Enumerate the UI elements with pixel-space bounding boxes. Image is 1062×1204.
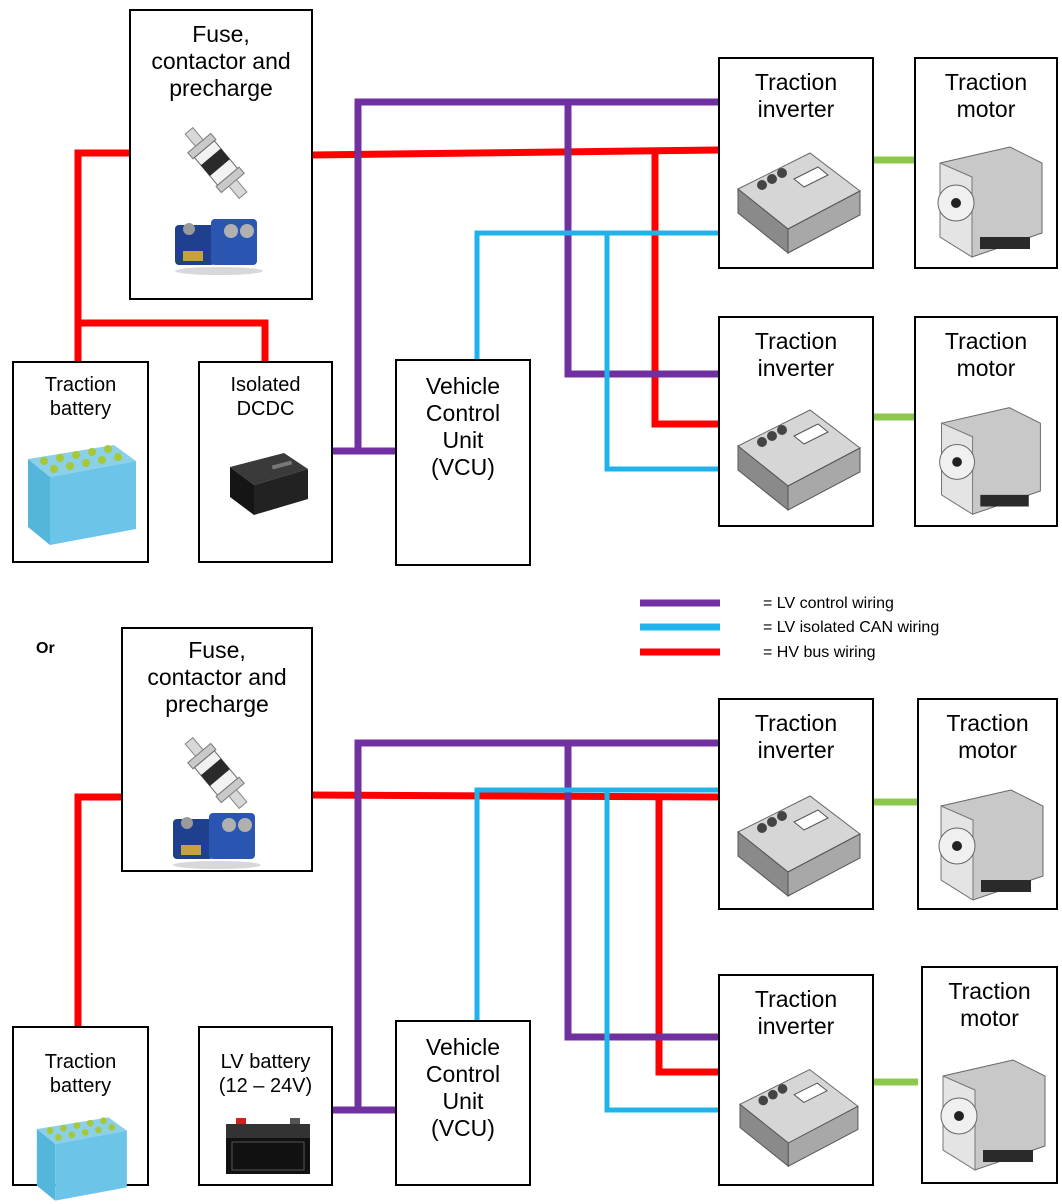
isolated-dcdc-box: Isolated DCDC	[198, 361, 333, 563]
traction-motor-box-2: Traction motor	[921, 966, 1058, 1184]
inverter-icon	[739, 1068, 859, 1168]
lv-control-wiring-1	[332, 98, 719, 455]
motor-icon	[940, 1059, 1046, 1171]
hv-wiring-1	[74, 146, 720, 428]
lv-control-wire	[564, 743, 719, 1041]
traction-motor-label: Traction motor	[944, 69, 1028, 122]
hv-wiring-2	[74, 791, 720, 1076]
traction-motor-box-1: Traction motor	[914, 57, 1058, 269]
can-wire	[474, 787, 719, 1021]
lv-control-wire	[354, 98, 719, 451]
isolated-dcdc-label: Isolated DCDC	[230, 374, 301, 420]
vcu-label: Vehicle Control Unit (VCU)	[425, 373, 501, 480]
hv-wire	[651, 152, 719, 428]
lv-control-wiring-2	[333, 739, 719, 1114]
can-wiring-1	[474, 230, 719, 472]
hv-wire	[74, 149, 130, 362]
motor-links-1	[873, 156, 915, 421]
lv-battery-box: LV battery (12 – 24V)	[198, 1026, 333, 1186]
motor-links-2	[873, 798, 918, 1086]
fuse-box-label: Fuse, contactor and precharge	[151, 21, 291, 101]
traction-inverter-box-2: Traction inverter	[718, 316, 874, 527]
motor-icon	[938, 789, 1044, 901]
inverter-icon	[737, 795, 861, 898]
contactor-icon	[175, 219, 263, 275]
inverter-icon	[737, 152, 861, 255]
fuse-contactor-precharge-box: Fuse, contactor and precharge	[121, 627, 313, 872]
can-wire	[604, 790, 719, 1113]
hv-wire	[655, 797, 719, 1076]
battery-icon	[28, 445, 136, 545]
can-wire	[604, 233, 719, 472]
traction-inverter-box-2: Traction inverter	[718, 974, 874, 1186]
traction-motor-label: Traction motor	[948, 978, 1031, 1031]
traction-inverter-box-1: Traction inverter	[718, 57, 874, 269]
vcu-box: Vehicle Control Unit (VCU)	[395, 1020, 531, 1186]
fuse-icon	[184, 736, 248, 810]
traction-battery-box: Traction battery	[12, 1026, 149, 1201]
traction-motor-label: Traction motor	[946, 710, 1029, 763]
traction-inverter-box-1: Traction inverter	[718, 698, 874, 910]
lv-control-wire	[564, 102, 719, 378]
traction-motor-label: Traction motor	[944, 328, 1028, 381]
fuse-contactor-precharge-box: Fuse, contactor and precharge	[129, 9, 313, 300]
vcu-label: Vehicle Control Unit (VCU)	[425, 1034, 501, 1141]
hv-wire	[78, 319, 269, 362]
lv-battery-label: LV battery (12 – 24V)	[218, 1051, 313, 1097]
wiring-layer	[74, 98, 918, 1114]
motor-icon	[939, 407, 1041, 516]
traction-battery-box: Traction battery	[12, 361, 149, 563]
traction-motor-box-2: Traction motor	[914, 316, 1058, 527]
inverter-icon	[737, 409, 861, 512]
traction-battery-label: Traction battery	[44, 1051, 117, 1097]
dcdc-icon	[230, 453, 308, 515]
motor-icon	[937, 146, 1043, 258]
legend-lv-control: = LV control wiring	[763, 595, 894, 612]
traction-motor-box-1: Traction motor	[917, 698, 1058, 910]
vcu-box: Vehicle Control Unit (VCU)	[395, 359, 531, 566]
separator-or: Or	[36, 640, 55, 657]
can-wiring-2	[474, 787, 719, 1113]
fuse-icon	[184, 126, 248, 200]
traction-inverter-label: Traction inverter	[754, 986, 838, 1039]
car-battery-icon	[226, 1118, 310, 1174]
legend-lines	[640, 599, 720, 656]
battery-icon	[36, 1117, 127, 1201]
hv-wire	[74, 793, 122, 1028]
hv-wire	[311, 791, 720, 801]
traction-inverter-label: Traction inverter	[754, 69, 838, 122]
lv-control-wire	[354, 739, 719, 1110]
contactor-icon	[173, 813, 261, 869]
traction-battery-label: Traction battery	[44, 374, 117, 420]
fuse-box-label: Fuse, contactor and precharge	[147, 637, 287, 717]
hv-wire	[311, 146, 720, 159]
traction-inverter-label: Traction inverter	[754, 710, 838, 763]
traction-inverter-label: Traction inverter	[754, 328, 838, 381]
can-wire	[474, 230, 719, 360]
legend-hv: = HV bus wiring	[763, 644, 876, 661]
legend-can: = LV isolated CAN wiring	[763, 619, 940, 636]
